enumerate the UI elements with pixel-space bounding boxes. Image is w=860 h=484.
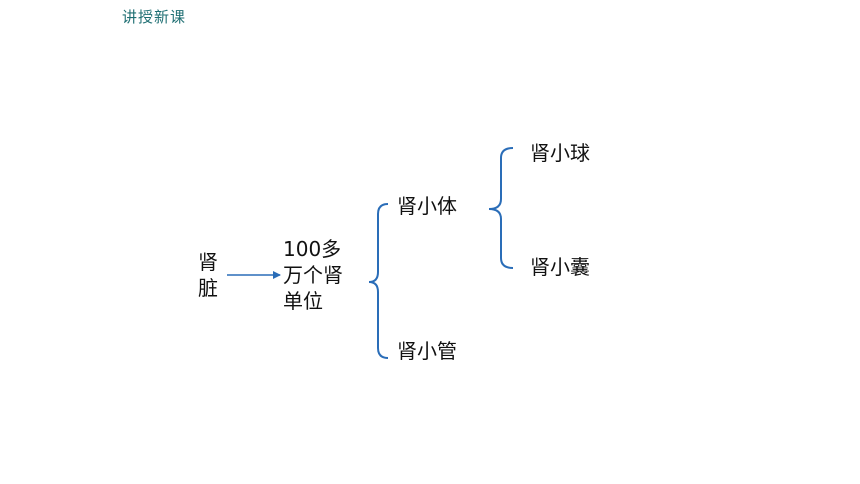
nephron-units-node: 100多 万个肾 单位 [283, 236, 343, 314]
renal-capsule-node: 肾小囊 [530, 255, 590, 279]
kidney-node: 肾 脏 [198, 249, 222, 301]
corpuscle-brace [488, 147, 514, 269]
section-title: 讲授新课 [122, 8, 187, 26]
glomerulus-node: 肾小球 [530, 141, 590, 165]
renal-corpuscle-node: 肾小体 [397, 194, 457, 218]
units-line2: 万个肾 [283, 263, 343, 287]
kidney-line2: 脏 [198, 276, 218, 300]
units-line1: 100多 [283, 237, 342, 261]
renal-tubule-node: 肾小管 [397, 339, 457, 363]
kidney-line1: 肾 [198, 250, 218, 274]
units-brace [368, 203, 389, 359]
units-line3: 单位 [283, 289, 323, 313]
